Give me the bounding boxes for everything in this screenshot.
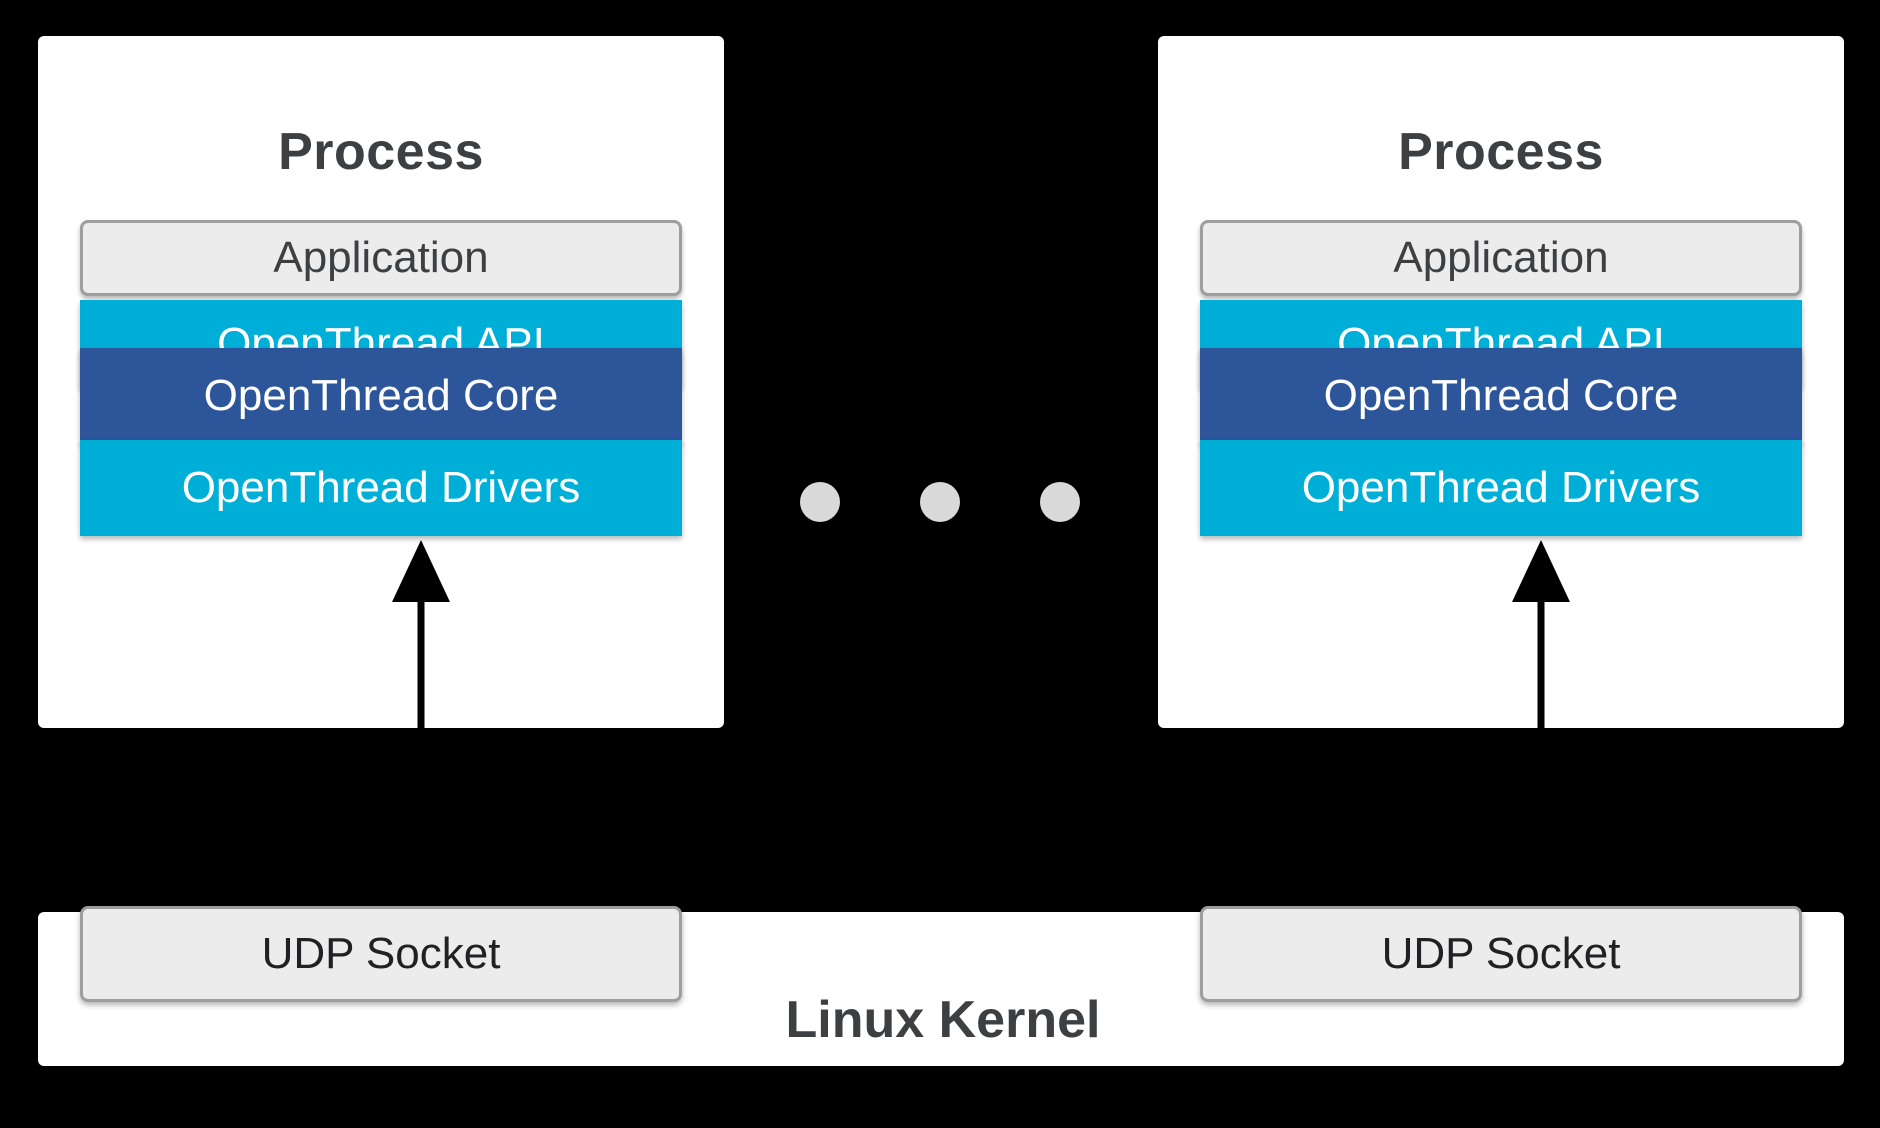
layer-openthread-core-left[interactable]: OpenThread Core: [80, 348, 682, 444]
layer-openthread-drivers-right[interactable]: OpenThread Drivers: [1200, 440, 1802, 536]
process-title-right: Process: [1398, 123, 1604, 181]
udp-socket-left[interactable]: UDP Socket: [80, 906, 682, 1002]
process-card-left: Process Application OpenThread API OpenT…: [38, 36, 724, 734]
layer-label: Application: [1393, 233, 1609, 282]
layer-openthread-drivers-left[interactable]: OpenThread Drivers: [80, 440, 682, 536]
ellipsis-dot: [920, 482, 960, 522]
linux-kernel-card: UDP Socket Linux Kernel UDP Socket: [38, 906, 1844, 1066]
layer-label: OpenThread Core: [1323, 371, 1679, 420]
layer-application-right[interactable]: Application: [1200, 220, 1802, 296]
process-title-left: Process: [278, 123, 484, 181]
connection-arrow-left: [392, 540, 450, 734]
layer-application-left[interactable]: Application: [80, 220, 682, 296]
layer-openthread-core-right[interactable]: OpenThread Core: [1200, 348, 1802, 444]
layer-label: Application: [273, 233, 489, 282]
layer-label: OpenThread Drivers: [1301, 463, 1701, 512]
layer-label: OpenThread Drivers: [181, 463, 581, 512]
connection-arrow-right: [1512, 540, 1570, 734]
layer-label: OpenThread Core: [203, 371, 559, 420]
udp-socket-label: UDP Socket: [1381, 929, 1621, 978]
process-card-right: Process Application OpenThread API OpenT…: [1158, 36, 1844, 734]
udp-socket-label: UDP Socket: [261, 929, 501, 978]
ellipsis-dot: [1040, 482, 1080, 522]
ellipsis-dot: [800, 482, 840, 522]
linux-kernel-title: Linux Kernel: [785, 991, 1101, 1049]
udp-socket-right[interactable]: UDP Socket: [1200, 906, 1802, 1002]
